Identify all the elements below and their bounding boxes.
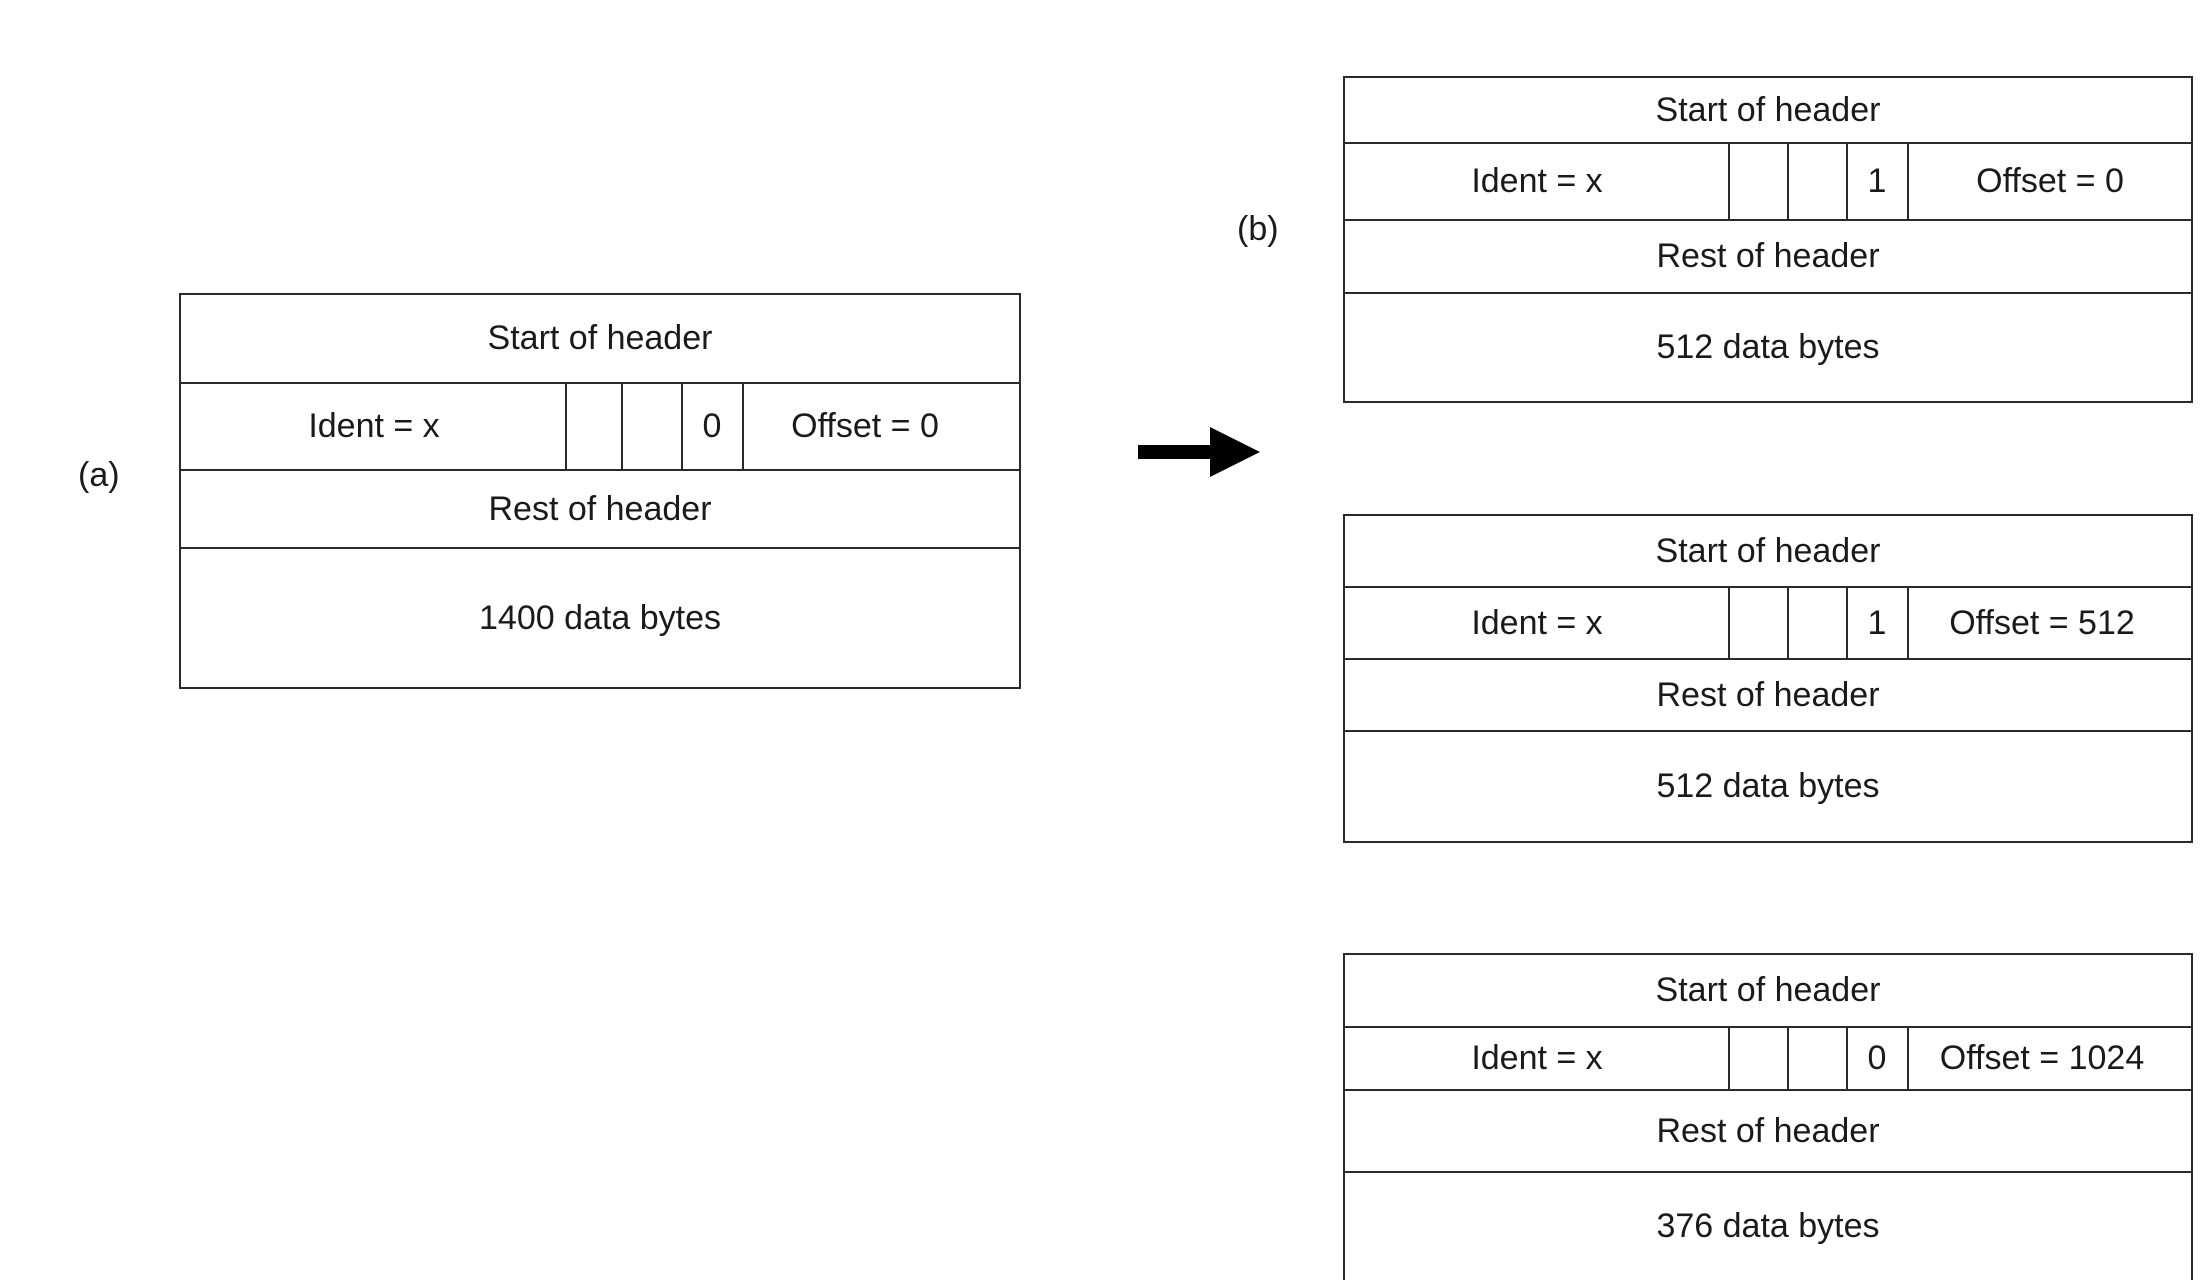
data-row: 1400 data bytes bbox=[181, 549, 1019, 687]
start-of-header-row: Start of header bbox=[1345, 955, 2191, 1028]
offset-text: Offset = 0 bbox=[1976, 162, 2124, 200]
more-fragments-flag: 1 bbox=[1848, 144, 1906, 219]
rest-of-header-text: Rest of header bbox=[1656, 237, 1880, 275]
rest-of-header-row: Rest of header bbox=[1345, 1091, 2191, 1173]
data-row: 512 data bytes bbox=[1345, 294, 2191, 401]
start-of-header-text: Start of header bbox=[1655, 971, 1881, 1009]
start-of-header-row: Start of header bbox=[1345, 78, 2191, 144]
fields-row: Ident = x 0 Offset = 1024 bbox=[1345, 1028, 2191, 1091]
ident-field: Ident = x bbox=[1345, 1028, 1729, 1089]
fields-row: Ident = x 1 Offset = 512 bbox=[1345, 588, 2191, 660]
rest-of-header-row: Rest of header bbox=[181, 471, 1019, 549]
label-a: (a) bbox=[78, 456, 120, 494]
offset-field: Offset = 512 bbox=[1909, 588, 2175, 658]
rest-of-header-text: Rest of header bbox=[1656, 1111, 1880, 1150]
more-fragments-flag: 0 bbox=[1848, 1028, 1906, 1089]
start-of-header-row: Start of header bbox=[1345, 516, 2191, 588]
data-bytes-text: 376 data bytes bbox=[1656, 1207, 1880, 1245]
label-b: (b) bbox=[1237, 210, 1279, 248]
ident-text: Ident = x bbox=[1471, 162, 1603, 200]
fragment-packet: Start of header Ident = x 0 Offset = 102… bbox=[1343, 953, 2193, 1280]
start-of-header-row: Start of header bbox=[181, 295, 1019, 384]
rest-of-header-text: Rest of header bbox=[1656, 675, 1880, 714]
ident-text: Ident = x bbox=[308, 407, 440, 445]
data-bytes-text: 512 data bytes bbox=[1656, 328, 1880, 366]
data-bytes-text: 512 data bytes bbox=[1656, 767, 1880, 805]
start-of-header-text: Start of header bbox=[487, 319, 713, 357]
flag-divider bbox=[1787, 1028, 1789, 1089]
offset-divider bbox=[1907, 1028, 1909, 1089]
start-of-header-text: Start of header bbox=[1655, 531, 1881, 570]
right-arrow-icon bbox=[1138, 427, 1260, 477]
flag-text: 1 bbox=[1867, 162, 1887, 200]
ident-field: Ident = x bbox=[181, 384, 567, 469]
flag-divider bbox=[1846, 1028, 1848, 1089]
data-row: 376 data bytes bbox=[1345, 1173, 2191, 1280]
flag-text: 1 bbox=[1867, 603, 1887, 642]
offset-text: Offset = 0 bbox=[791, 407, 939, 445]
flag-text: 0 bbox=[1867, 1039, 1887, 1077]
original-packet: Start of header Ident = x 0 Offset = 0 R… bbox=[179, 293, 1021, 689]
fragment-packet: Start of header Ident = x 1 Offset = 512… bbox=[1343, 514, 2193, 843]
flag-divider bbox=[1728, 1028, 1730, 1089]
offset-divider bbox=[1907, 588, 1909, 658]
more-fragments-flag: 1 bbox=[1848, 588, 1906, 658]
flag-text: 0 bbox=[702, 407, 722, 445]
offset-field: Offset = 1024 bbox=[1909, 1028, 2175, 1089]
flag-divider bbox=[1728, 588, 1730, 658]
flag-divider bbox=[565, 384, 567, 469]
ident-field: Ident = x bbox=[1345, 588, 1729, 658]
ident-field: Ident = x bbox=[1345, 144, 1729, 219]
rest-of-header-row: Rest of header bbox=[1345, 660, 2191, 732]
offset-field: Offset = 0 bbox=[1909, 144, 2191, 219]
fields-row: Ident = x 1 Offset = 0 bbox=[1345, 144, 2191, 221]
offset-divider bbox=[742, 384, 744, 469]
offset-text: Offset = 1024 bbox=[1939, 1039, 2145, 1077]
flag-divider bbox=[1846, 144, 1848, 219]
data-row: 512 data bytes bbox=[1345, 732, 2191, 841]
fields-row: Ident = x 0 Offset = 0 bbox=[181, 384, 1019, 471]
ident-text: Ident = x bbox=[1471, 1039, 1603, 1077]
offset-field: Offset = 0 bbox=[744, 384, 986, 469]
offset-divider bbox=[1907, 144, 1909, 219]
rest-of-header-text: Rest of header bbox=[488, 489, 712, 528]
rest-of-header-row: Rest of header bbox=[1345, 221, 2191, 294]
flag-divider bbox=[1728, 144, 1730, 219]
flag-divider bbox=[1846, 588, 1848, 658]
flag-divider bbox=[681, 384, 683, 469]
data-bytes-text: 1400 data bytes bbox=[479, 598, 721, 637]
ident-text: Ident = x bbox=[1471, 603, 1603, 642]
more-fragments-flag: 0 bbox=[683, 384, 741, 469]
fragment-packet: Start of header Ident = x 1 Offset = 0 R… bbox=[1343, 76, 2193, 403]
flag-divider bbox=[1787, 588, 1789, 658]
offset-text: Offset = 512 bbox=[1949, 603, 2135, 642]
start-of-header-text: Start of header bbox=[1655, 90, 1881, 129]
flag-divider bbox=[1787, 144, 1789, 219]
flag-divider bbox=[621, 384, 623, 469]
